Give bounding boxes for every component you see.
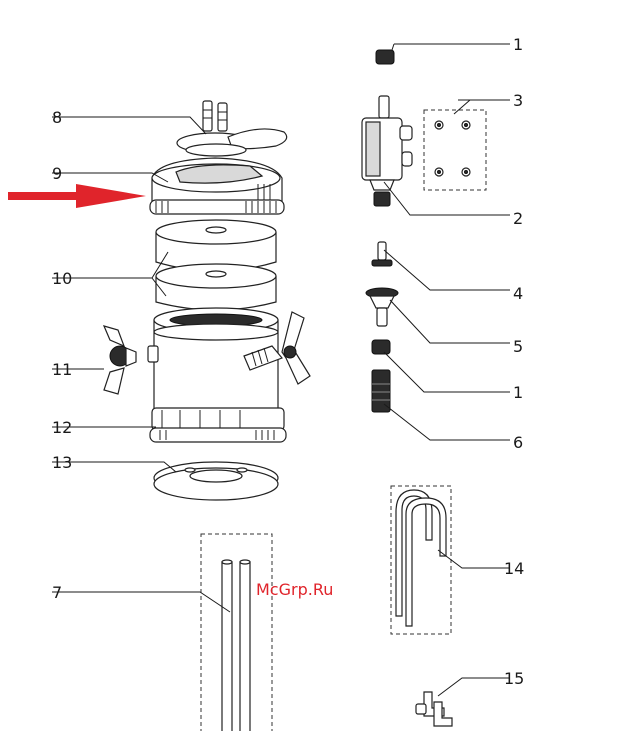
leader-lines	[52, 43, 510, 697]
part-12-bottom-ring	[149, 407, 287, 443]
part-14-u-tube	[390, 485, 452, 635]
callout-14: 14	[504, 559, 524, 578]
part-6-nozzle	[371, 369, 391, 413]
callout-5: 5	[513, 337, 523, 356]
callout-1-top: 1	[513, 35, 523, 54]
part-11-wing-knob	[102, 325, 137, 395]
canister-body	[147, 307, 311, 411]
watermark-text: McGrp.Ru	[256, 580, 333, 599]
callout-9: 9	[52, 164, 62, 183]
part-1-cap-top	[375, 49, 395, 65]
part-7-tubes	[200, 533, 273, 731]
part-1-cap-lower	[371, 339, 391, 355]
part-15-elbow-connectors	[415, 691, 453, 727]
callout-8: 8	[52, 108, 62, 127]
callout-13: 13	[52, 453, 72, 472]
callout-3: 3	[513, 91, 523, 110]
part-13-base-gasket	[153, 461, 279, 501]
callout-numbers: 1 3 8 9 2 10 4 5 11 1 12 6 13 14 7 15	[52, 35, 524, 688]
part-5-connector	[365, 287, 399, 327]
part-8-lid-valve	[176, 100, 288, 157]
part-2-pump-head	[361, 95, 413, 207]
part-10-filter-sponges	[155, 219, 277, 311]
callout-2: 2	[513, 209, 523, 228]
callout-12: 12	[52, 418, 72, 437]
callout-7: 7	[52, 583, 62, 602]
callout-6: 6	[513, 433, 523, 452]
callout-11: 11	[52, 360, 72, 379]
callout-1-lower: 1	[513, 383, 523, 402]
callout-10: 10	[52, 269, 72, 288]
callout-15: 15	[504, 669, 524, 688]
callout-4: 4	[513, 284, 523, 303]
part-4-valve-stem	[371, 241, 393, 267]
part-3-suction-cups	[423, 109, 487, 191]
red-pointer-arrow	[8, 184, 146, 208]
part-9-top-ring	[149, 157, 285, 215]
